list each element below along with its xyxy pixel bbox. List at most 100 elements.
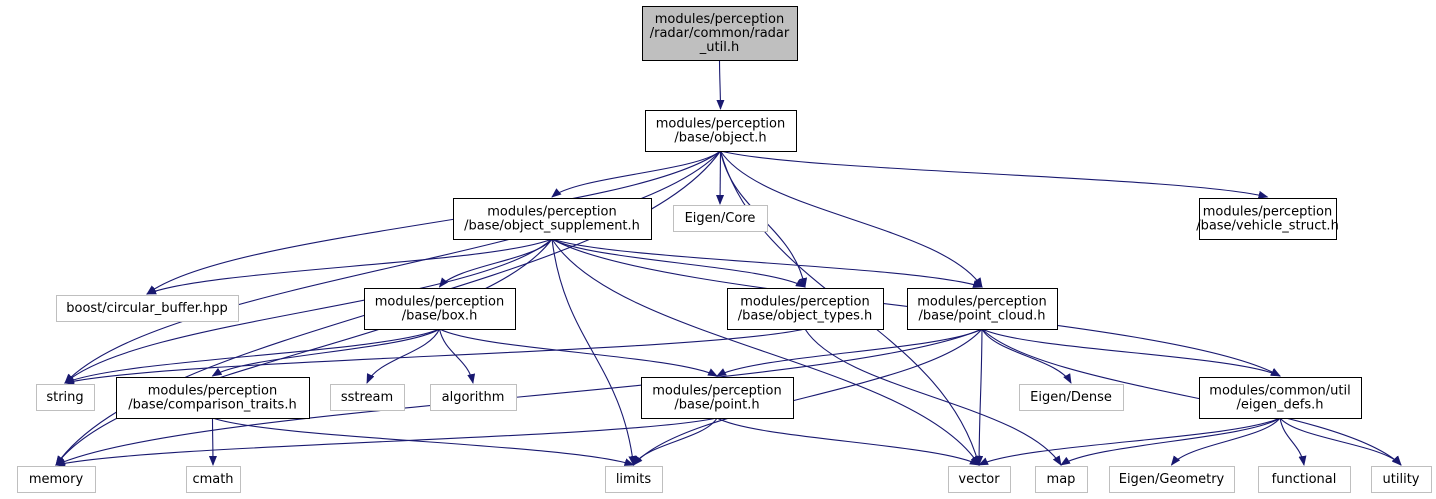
edge-object_types-to-map <box>804 328 1062 466</box>
edge-object_supplement-to-object_types <box>551 238 806 288</box>
node-eigen-geometry: Eigen/Geometry <box>1109 466 1235 493</box>
node-label: /base/point.h <box>674 398 759 413</box>
node-comparison-traits[interactable]: modules/perception/base/comparison_trait… <box>116 377 310 419</box>
node-label: modules/perception <box>917 295 1046 310</box>
node-box <box>727 288 884 330</box>
node-box <box>1109 466 1235 493</box>
node-box <box>948 466 1011 493</box>
node-label: modules/perception <box>656 117 785 132</box>
node-box <box>330 384 405 411</box>
node-label: Eigen/Dense <box>1030 390 1112 405</box>
edge-eigen_defs-to-eigen_geometry <box>1170 417 1281 466</box>
edge-point_cloud-to-point <box>716 328 983 377</box>
node-box <box>364 288 516 330</box>
edge-point_cloud-to-memory <box>55 328 983 466</box>
edge-object_supplement-to-vector <box>551 238 980 466</box>
node-eigen-defs[interactable]: modules/common/util/eigen_defs.h <box>1199 377 1362 419</box>
node-label: /base/vehicle_struct.h <box>1196 219 1339 234</box>
node-label: Eigen/Geometry <box>1119 472 1225 487</box>
edge-point_cloud-to-eigen_dense <box>981 328 1072 384</box>
node-label: vector <box>958 472 1000 487</box>
node-vehicle-struct[interactable]: modules/perception/base/vehicle_struct.h <box>1196 198 1339 240</box>
edge-eigen_defs-to-utility <box>1279 417 1402 466</box>
edge-object_supplement-to-string <box>64 238 553 384</box>
edge-object_supplement-to-boost_cb <box>146 238 553 295</box>
edge-object-to-point_cloud <box>720 150 983 288</box>
node-label: sstream <box>341 390 393 405</box>
node-label: utility <box>1383 472 1420 487</box>
node-point-cloud[interactable]: modules/perception/base/point_cloud.h <box>907 288 1058 330</box>
edge-box-to-string <box>64 328 440 384</box>
node-label: modules/perception <box>375 295 504 310</box>
edge-point_cloud-to-eigen_defs <box>981 328 1281 377</box>
node-algorithm: algorithm <box>430 384 517 411</box>
node-box <box>36 384 95 411</box>
node-box <box>1258 466 1351 493</box>
edge-eigen_defs-to-map <box>1060 417 1281 466</box>
node-label: string <box>46 390 83 405</box>
node-point[interactable]: modules/perception/base/point.h <box>641 377 794 419</box>
edge-object-to-object_supplement <box>551 150 721 198</box>
node-eigen-core: Eigen/Core <box>673 205 768 232</box>
node-label: functional <box>1272 472 1337 487</box>
node-box <box>116 377 310 419</box>
edge-box-to-point <box>439 328 718 377</box>
node-label: memory <box>29 472 84 487</box>
node-box <box>605 466 663 493</box>
edge-object_supplement-to-point_cloud <box>551 238 983 288</box>
node-memory: memory <box>17 466 96 493</box>
node-label: /base/object_types.h <box>738 309 873 324</box>
node-box <box>17 466 96 493</box>
node-functional: functional <box>1258 466 1351 493</box>
edge-box-to-sstream <box>366 328 441 384</box>
node-box <box>56 295 239 322</box>
edge-object_supplement-to-memory <box>55 238 553 466</box>
node-object[interactable]: modules/perception/base/object.h <box>645 110 797 152</box>
node-label: /base/object_supplement.h <box>464 219 640 234</box>
edge-box-to-comparison_traits <box>211 328 440 377</box>
node-box <box>186 466 241 493</box>
node-label: modules/perception <box>652 384 781 399</box>
node-label: Eigen/Core <box>685 211 756 226</box>
node-boost-cb: boost/circular_buffer.hpp <box>56 295 239 322</box>
edge-object_types-to-string <box>64 328 806 385</box>
node-radar-util[interactable]: modules/perception/radar/common/radar_ut… <box>642 6 798 61</box>
node-map: map <box>1035 466 1088 493</box>
node-box <box>673 205 768 232</box>
node-box <box>641 377 794 419</box>
node-label: modules/perception <box>740 295 869 310</box>
node-utility: utility <box>1371 466 1432 493</box>
edge-point_cloud-to-limits <box>632 328 983 466</box>
node-sstream: sstream <box>330 384 405 411</box>
edge-eigen_defs-to-vector <box>978 417 1281 466</box>
node-label: modules/perception <box>148 384 277 399</box>
edge-point-to-memory <box>55 417 718 468</box>
edge-comparison_traits-to-cmath <box>208 417 217 466</box>
node-label: /base/comparison_traits.h <box>128 398 296 413</box>
node-box <box>1019 384 1124 411</box>
edge-point-to-limits <box>632 417 718 466</box>
node-box <box>642 6 798 61</box>
edge-point-to-vector <box>716 417 980 466</box>
node-box[interactable]: modules/perception/base/box.h <box>364 288 516 330</box>
edge-point_cloud-to-utility <box>981 328 1402 466</box>
node-label: /base/point_cloud.h <box>919 309 1046 324</box>
edge-object-to-vehicle_struct <box>720 150 1269 199</box>
node-object-types[interactable]: modules/perception/base/object_types.h <box>727 288 884 330</box>
node-label: cmath <box>192 472 233 487</box>
node-string: string <box>36 384 95 411</box>
edge-eigen_defs-to-functional <box>1279 417 1307 466</box>
node-vector: vector <box>948 466 1011 493</box>
node-label: /eigen_defs.h <box>1237 398 1324 413</box>
node-label: algorithm <box>442 390 505 405</box>
node-box <box>430 384 517 411</box>
node-label: boost/circular_buffer.hpp <box>66 301 228 316</box>
node-box <box>1371 466 1432 493</box>
node-object-supplement[interactable]: modules/perception/base/object_supplemen… <box>453 198 652 240</box>
edge-radar_util-to-object <box>716 59 725 110</box>
node-box <box>1199 198 1337 240</box>
node-box <box>645 110 797 152</box>
node-label: limits <box>616 472 652 487</box>
node-label: /base/box.h <box>402 309 478 324</box>
